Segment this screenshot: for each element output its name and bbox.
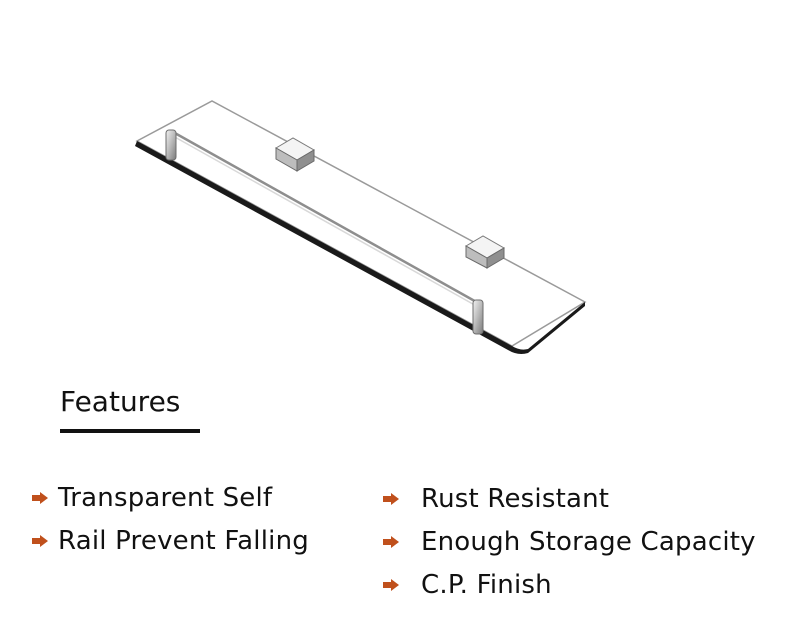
list-item: C.P. Finish [383,563,756,606]
clamp-right [465,235,505,269]
arrow-right-icon [32,534,48,547]
features-underline [60,429,200,433]
feature-label: C.P. Finish [421,569,552,600]
glass-top-face [135,100,587,347]
feature-label: Enough Storage Capacity [421,526,756,557]
rail-post-left [165,129,177,161]
feature-label: Rust Resistant [421,483,610,514]
feature-list-right: Rust Resistant Enough Storage Capacity C… [383,477,756,606]
rail-bar [172,130,481,306]
arrow-right-icon [32,491,48,504]
arrow-right-icon [383,492,399,505]
list-item: Rust Resistant [383,477,756,520]
features-heading: Features [60,385,181,418]
glass-shelf-image [135,100,587,354]
feature-list-left: Transparent Self Rail Prevent Falling [32,476,309,562]
feature-label: Rail Prevent Falling [58,525,309,556]
arrow-right-icon [383,578,399,591]
list-item: Rail Prevent Falling [32,519,309,562]
rail-post-right [472,299,484,335]
arrow-right-icon [383,535,399,548]
list-item: Enough Storage Capacity [383,520,756,563]
clamp-left [275,137,315,172]
feature-label: Transparent Self [58,482,273,513]
list-item: Transparent Self [32,476,309,519]
